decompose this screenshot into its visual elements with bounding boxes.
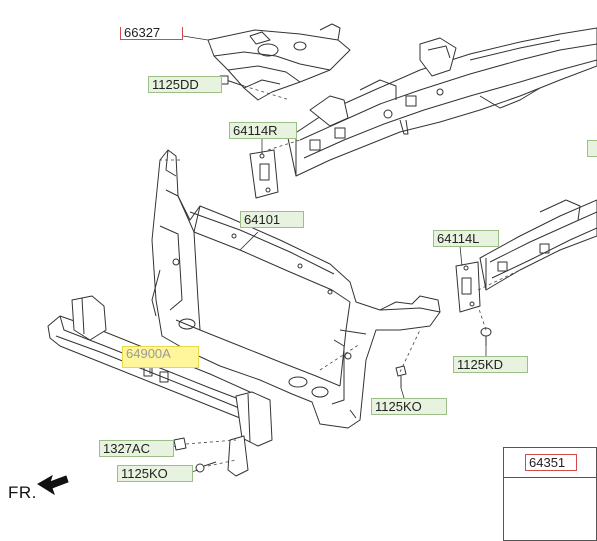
callout-1125kd[interactable]: 1125KD <box>453 356 528 373</box>
bracket-64114r <box>249 149 279 199</box>
callout-64114l[interactable]: 64114L <box>433 230 499 247</box>
callout-1327ac[interactable]: 1327AC <box>99 440 174 457</box>
bolt-1125kd <box>480 327 492 346</box>
callout-1125ko-bottom[interactable]: 1125KO <box>117 465 193 482</box>
callout-1125ko-center[interactable]: 1125KO <box>371 398 447 415</box>
callout-edge-partial <box>587 140 597 157</box>
front-direction-label: FR. <box>8 483 37 502</box>
callout-66327[interactable]: 66327 <box>120 27 183 40</box>
bolt-1125ko-bottom <box>195 461 217 473</box>
legend-divider <box>504 477 596 478</box>
side-member-left <box>479 199 597 291</box>
fender-apron-upper <box>207 23 351 101</box>
bolt-1125ko-center <box>395 365 407 388</box>
fr-arrow-icon <box>37 474 69 496</box>
carrier-64101 <box>151 149 441 429</box>
nut-1327ac <box>173 437 187 451</box>
bracket-64114l <box>455 261 481 313</box>
callout-64351[interactable]: 64351 <box>525 454 577 471</box>
callout-64101[interactable]: 64101 <box>240 211 304 228</box>
dashed-guides <box>160 85 521 467</box>
callout-1125dd[interactable]: 1125DD <box>148 76 222 93</box>
side-member-right <box>287 27 597 177</box>
callout-64900a[interactable]: 64900A <box>122 346 199 368</box>
callout-64114r[interactable]: 64114R <box>229 122 297 139</box>
